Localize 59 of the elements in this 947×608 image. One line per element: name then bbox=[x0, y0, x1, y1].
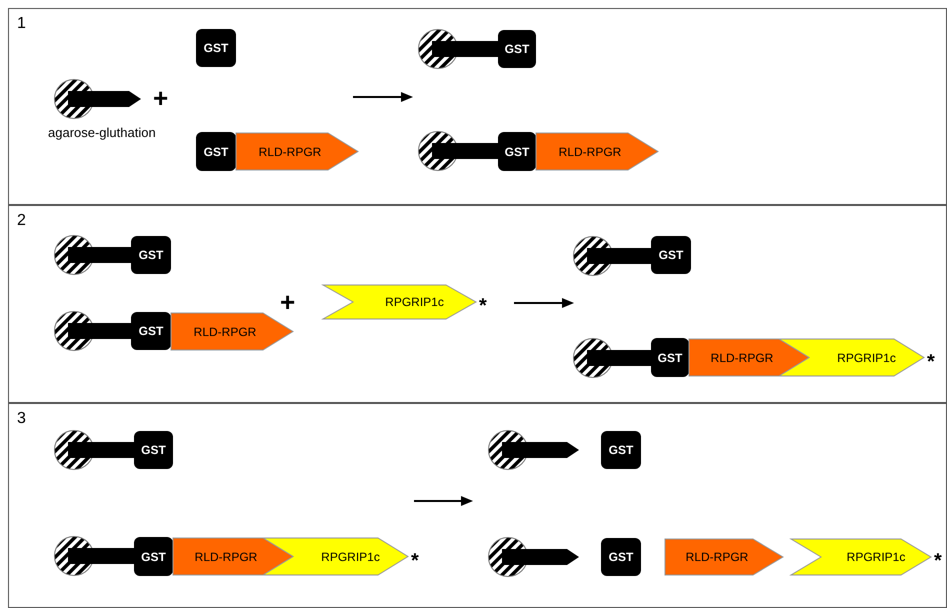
protein-domain-pentagon bbox=[536, 133, 658, 170]
bead-drawing bbox=[54, 311, 131, 351]
protein-label: RLD-RPGR bbox=[258, 144, 322, 158]
label-mark: * bbox=[934, 551, 942, 571]
protein-label: RLD-RPGR bbox=[194, 324, 256, 338]
protein-label: GST bbox=[204, 144, 228, 158]
label-mark: * bbox=[927, 352, 935, 372]
gst-box bbox=[601, 431, 641, 469]
protein-label: GST bbox=[138, 248, 164, 262]
protein-label: RLD-RPGR bbox=[686, 550, 748, 564]
protein-label: GST bbox=[141, 550, 166, 564]
protein-label: GST bbox=[138, 324, 164, 338]
bead-drawing bbox=[573, 236, 651, 276]
step-number: 1 bbox=[17, 15, 26, 33]
plus-sign: + bbox=[153, 85, 168, 111]
gst-box bbox=[196, 132, 236, 171]
protein-domain-pentagon bbox=[171, 313, 293, 350]
protein-label: GST bbox=[504, 42, 530, 56]
gst-box bbox=[498, 30, 536, 68]
bead-drawing bbox=[573, 338, 651, 378]
gst-box bbox=[651, 236, 691, 274]
label-mark: * bbox=[479, 296, 487, 316]
bead-drawing bbox=[418, 29, 498, 69]
protein-label: RPGRIP1c bbox=[846, 550, 906, 564]
protein-label: GST bbox=[504, 144, 530, 158]
protein-label: RPGRIP1c bbox=[321, 550, 380, 564]
step-panel bbox=[8, 205, 947, 403]
protein-label: GST bbox=[141, 443, 166, 457]
step-number: 2 bbox=[17, 212, 26, 230]
protein-label: RLD-RPGR bbox=[558, 144, 622, 158]
protein-label: RPGRIP1c bbox=[385, 295, 444, 309]
gst-box bbox=[134, 537, 173, 576]
gst-box bbox=[651, 338, 689, 377]
bead-drawing bbox=[54, 536, 134, 576]
bead-drawing bbox=[54, 430, 134, 470]
step-number: 3 bbox=[17, 410, 26, 428]
protein-domain-pentagon bbox=[665, 539, 783, 575]
gst-box bbox=[196, 29, 236, 67]
protein-label: GST bbox=[658, 248, 684, 262]
gst-box bbox=[131, 312, 171, 350]
bead-drawing bbox=[54, 235, 131, 275]
bead-drawing bbox=[488, 430, 579, 470]
bead-caption: agarose-gluthation bbox=[48, 125, 156, 140]
bead-drawing bbox=[418, 131, 498, 171]
protein-label: GST bbox=[204, 41, 228, 55]
protein-label: GST bbox=[608, 550, 634, 564]
protein-domain-pentagon bbox=[236, 133, 358, 170]
gst-box bbox=[131, 236, 171, 274]
protein-label: GST bbox=[658, 350, 682, 364]
plus-sign: + bbox=[280, 289, 296, 315]
label-mark: * bbox=[411, 550, 419, 570]
step-panel bbox=[8, 8, 947, 205]
gst-box bbox=[134, 431, 173, 469]
gst-box bbox=[498, 132, 536, 171]
gst-box bbox=[601, 538, 641, 576]
step-panel bbox=[8, 403, 947, 608]
protein-label: GST bbox=[608, 443, 634, 457]
bead-drawing bbox=[488, 537, 579, 577]
protein-label: RPGRIP1c bbox=[837, 350, 896, 364]
